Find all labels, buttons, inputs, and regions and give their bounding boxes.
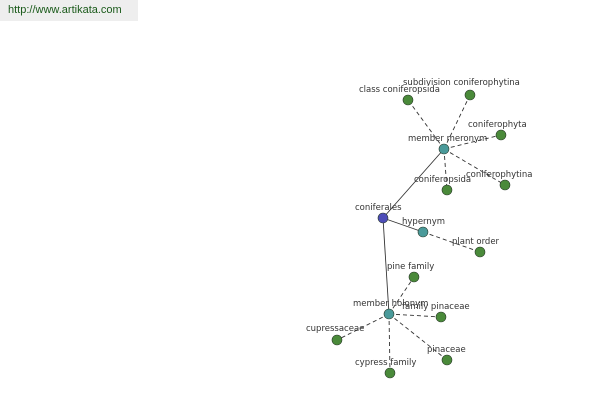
label-pine-family[interactable]: pine family [387, 262, 434, 272]
edge-member-holonym-to-cupressaceae [336, 313, 390, 341]
node-coniferales[interactable] [377, 212, 389, 224]
node-plant-order[interactable] [474, 246, 486, 258]
labels-layer: coniferales member meronym hypernym member … [306, 78, 532, 368]
label-coniferophyta[interactable]: coniferophyta [468, 120, 527, 130]
edge-member-meronym-to-class-coniferopsida [407, 99, 445, 150]
node-class-coniferopsida[interactable] [402, 94, 414, 106]
site-url-link[interactable]: http://www.artikata.com [0, 0, 138, 21]
node-pinaceae[interactable] [441, 354, 453, 366]
nodes-layer [331, 89, 511, 379]
label-family-pinaceae[interactable]: family pinaceae [402, 302, 470, 312]
node-pine-family[interactable] [408, 271, 420, 283]
label-coniferopsida[interactable]: coniferopsida [414, 175, 471, 185]
node-cypress-family[interactable] [384, 367, 396, 379]
edge-member-meronym-to-coniferophyta [443, 134, 502, 150]
node-coniferopsida[interactable] [441, 184, 453, 196]
edge-hypernym-to-plant-order [422, 231, 481, 253]
node-coniferophytina[interactable] [499, 179, 511, 191]
node-coniferophyta[interactable] [495, 129, 507, 141]
edge-coniferales-to-hypernym [382, 217, 424, 233]
label-pinaceae[interactable]: pinaceae [427, 345, 466, 355]
label-coniferales[interactable]: coniferales [355, 203, 402, 213]
label-subdivision-coniferophytina[interactable]: subdivision coniferophytina [403, 78, 520, 88]
label-member-meronym[interactable]: member meronym [408, 134, 487, 144]
edge-member-meronym-to-subdivision-coniferophytina [443, 94, 471, 150]
label-cupressaceae[interactable]: cupressaceae [306, 324, 364, 334]
label-member-holonym[interactable]: member holonym [353, 299, 428, 309]
edge-coniferales-to-member-holonym [382, 217, 390, 315]
edges-layer [336, 94, 506, 374]
label-cypress-family[interactable]: cypress family [355, 358, 416, 368]
edge-member-holonym-to-cypress-family [388, 313, 391, 374]
label-coniferophytina[interactable]: coniferophytina [466, 170, 532, 180]
edge-member-holonym-to-pinaceae [388, 313, 448, 361]
node-subdivision-coniferophytina[interactable] [464, 89, 476, 101]
node-cupressaceae[interactable] [331, 334, 343, 346]
node-hypernym[interactable] [417, 226, 429, 238]
label-class-coniferopsida[interactable]: class coniferopsida [359, 85, 440, 95]
node-member-meronym[interactable] [438, 143, 450, 155]
edge-member-holonym-to-pine-family [388, 276, 415, 315]
node-family-pinaceae[interactable] [435, 311, 447, 323]
label-hypernym[interactable]: hypernym [402, 217, 445, 227]
edge-member-holonym-to-family-pinaceae [388, 313, 442, 318]
edge-coniferales-to-member-meronym [382, 148, 445, 219]
label-plant-order[interactable]: plant order [452, 237, 500, 247]
node-member-holonym[interactable] [383, 308, 395, 320]
edge-member-meronym-to-coniferophytina [443, 148, 506, 186]
